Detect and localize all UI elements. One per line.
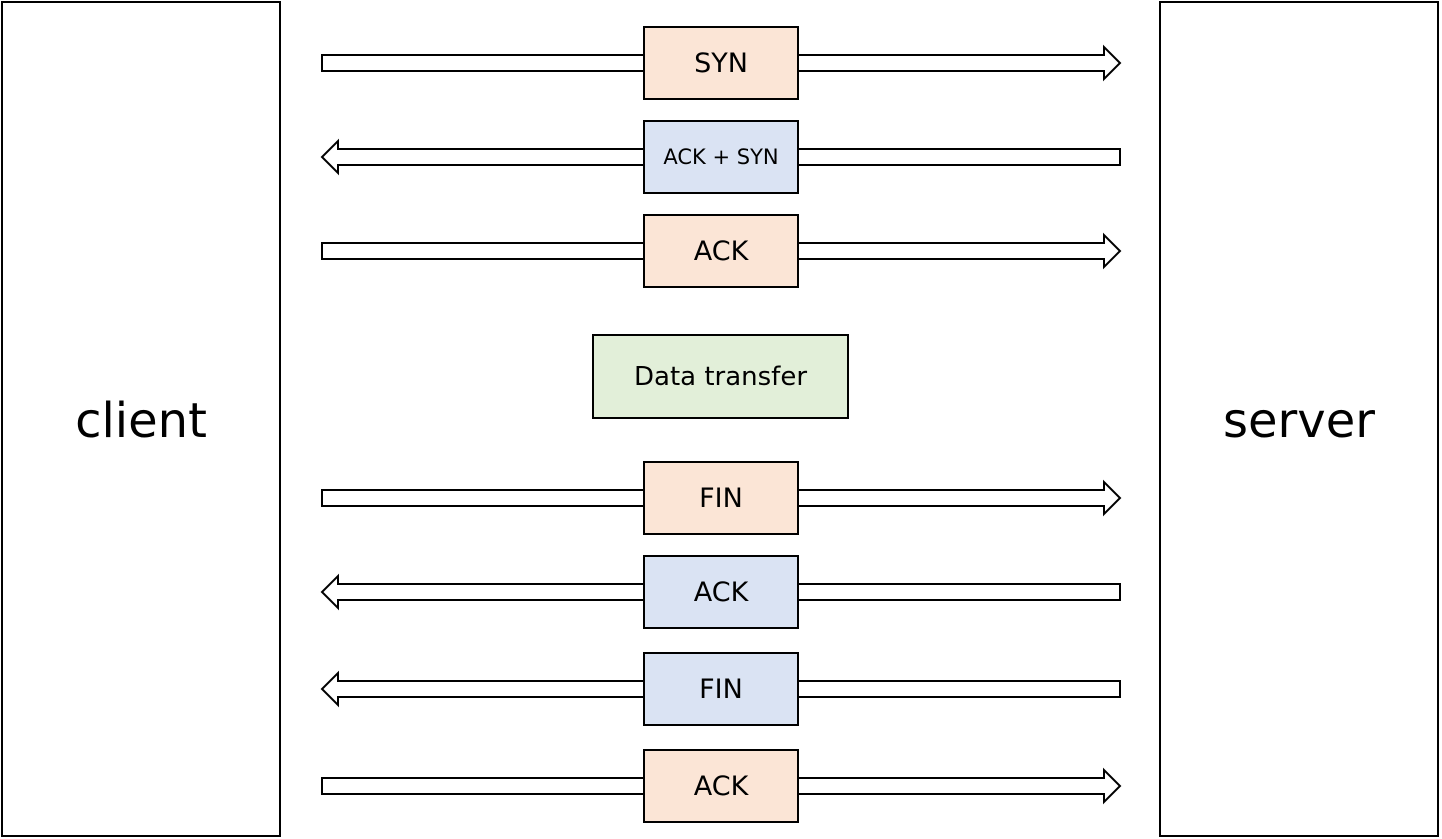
- server-label: server: [1223, 393, 1375, 449]
- message-label: FIN: [699, 482, 743, 514]
- message-label: ACK: [693, 235, 749, 267]
- message-box: ACK: [643, 555, 799, 629]
- data-transfer-box: Data transfer: [592, 334, 849, 419]
- message-label: ACK + SYN: [663, 145, 779, 169]
- message-box: ACK: [643, 214, 799, 288]
- message-box: SYN: [643, 26, 799, 100]
- message-label: FIN: [699, 673, 743, 705]
- message-label: ACK: [693, 770, 749, 802]
- server-box: server: [1159, 1, 1439, 837]
- message-box: FIN: [643, 461, 799, 535]
- message-box: FIN: [643, 652, 799, 726]
- message-box: ACK: [643, 749, 799, 823]
- message-label: SYN: [694, 47, 748, 79]
- message-label: ACK: [693, 576, 749, 608]
- data-transfer-label: Data transfer: [633, 361, 808, 392]
- client-label: client: [75, 393, 207, 449]
- client-box: client: [1, 1, 281, 837]
- message-box: ACK + SYN: [643, 120, 799, 194]
